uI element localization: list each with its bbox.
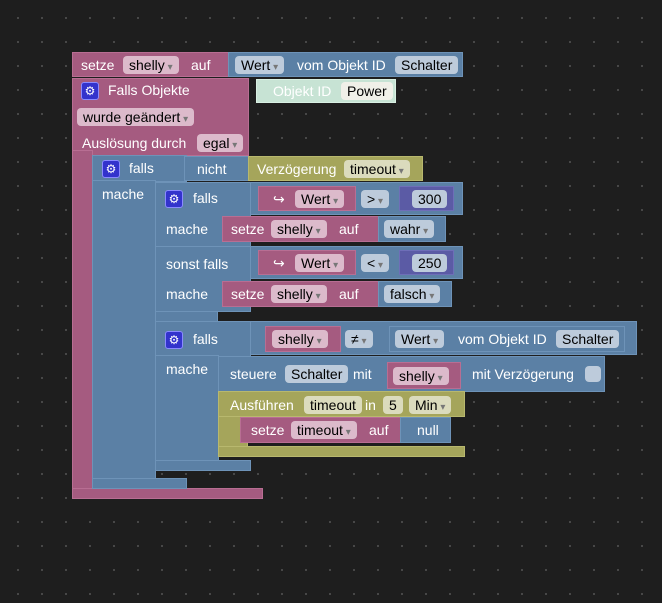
label: mache (166, 221, 209, 237)
label: setze (81, 57, 115, 73)
label: auf (339, 221, 359, 237)
label: vom Objekt ID (458, 331, 547, 347)
null-label: null (417, 422, 439, 438)
boolean-dropdown[interactable]: falsch (384, 285, 441, 303)
boolean-dropdown[interactable]: wahr (384, 220, 435, 238)
control-block[interactable]: steuere Schalter mit shelly mit Verzöger… (218, 356, 605, 392)
if-left-column (92, 180, 156, 480)
object-id-field[interactable]: Schalter (556, 330, 620, 348)
label: in (365, 397, 376, 413)
variable-dropdown[interactable]: timeout (291, 421, 357, 439)
operator-dropdown[interactable]: < (361, 254, 389, 272)
get-value-block[interactable]: Wert vom Objekt ID Schalter (389, 326, 625, 352)
number-field[interactable]: 300 (412, 190, 448, 208)
variable-dropdown[interactable]: Wert (295, 190, 345, 208)
set-variable-block[interactable]: setze shelly auf (72, 52, 230, 77)
label: setze (231, 286, 265, 302)
label: Ausführen (230, 397, 294, 413)
object-id-block[interactable]: Objekt ID Power (256, 79, 396, 103)
compare-block[interactable]: shelly ≠ Wert vom Objekt ID Schalter (250, 321, 637, 355)
label: auf (339, 286, 359, 302)
compare-block[interactable]: ↪ Wert < 250 (250, 246, 463, 279)
number-block[interactable]: 250 (399, 250, 454, 275)
local-variable-block[interactable]: ↪ Wert (258, 250, 356, 275)
if-bottom (155, 460, 251, 471)
trigger-bottom (72, 488, 263, 499)
label: falls (193, 331, 218, 347)
label: auf (369, 422, 389, 438)
timeout-bottom (218, 446, 465, 457)
trigger-title: Falls Objekte (108, 82, 190, 98)
trigger-left-column (72, 150, 93, 490)
label: vom Objekt ID (297, 57, 386, 73)
label: setze (251, 422, 285, 438)
object-id-field[interactable]: Schalter (285, 365, 349, 383)
label: mit (353, 366, 372, 382)
timeout-header: Ausführen timeout in 5 Min (218, 391, 465, 417)
label: setze (231, 221, 265, 237)
get-value-block[interactable]: Wert vom Objekt ID Schalter (228, 52, 463, 77)
arrow-icon: ↪ (273, 191, 285, 207)
number-block[interactable]: 300 (399, 186, 454, 211)
unit-dropdown[interactable]: Min (409, 396, 452, 414)
delay-number-field[interactable]: 5 (383, 396, 403, 414)
boolean-block[interactable]: falsch (378, 281, 452, 307)
variable-dropdown[interactable]: Wert (295, 254, 345, 272)
number-field[interactable]: 250 (412, 254, 448, 272)
timeout-exists-block[interactable]: Verzögerung timeout (248, 156, 423, 181)
operator-dropdown[interactable]: ≠ (345, 330, 373, 348)
label: mache (102, 186, 145, 202)
label: mache (166, 286, 209, 302)
label: sonst falls (166, 256, 229, 272)
label: steuere (230, 366, 277, 382)
trigger-by-dropdown[interactable]: egal (197, 134, 244, 152)
arrow-icon: ↪ (273, 255, 285, 271)
label: Verzögerung (257, 161, 337, 177)
object-id-field[interactable]: Schalter (395, 56, 459, 74)
label: falls (129, 160, 154, 176)
label: mit Verzögerung (472, 366, 574, 382)
variable-dropdown[interactable]: shelly (272, 330, 328, 348)
variable-dropdown[interactable]: shelly (393, 367, 449, 385)
property-dropdown[interactable]: Wert (235, 56, 285, 74)
variable-block[interactable]: shelly (387, 362, 461, 389)
set-variable-block[interactable]: setze shelly auf (222, 216, 382, 242)
timeout-name-field[interactable]: timeout (304, 396, 362, 414)
variable-dropdown[interactable]: shelly (123, 56, 179, 74)
set-variable-block[interactable]: setze timeout auf (240, 417, 402, 443)
label: Auslösung durch (82, 135, 187, 151)
gear-icon[interactable]: ⚙ (165, 331, 183, 349)
compare-block[interactable]: ↪ Wert > 300 (250, 182, 463, 215)
label: falls (193, 190, 218, 206)
if-left-column (155, 355, 219, 470)
variable-block[interactable]: shelly (265, 326, 341, 352)
variable-dropdown[interactable]: shelly (271, 220, 327, 238)
set-variable-block[interactable]: setze shelly auf (222, 281, 382, 307)
object-id-field[interactable]: Power (341, 82, 393, 100)
label: auf (191, 57, 211, 73)
label: Objekt ID (273, 83, 332, 99)
gear-icon[interactable]: ⚙ (165, 190, 183, 208)
null-block[interactable]: null (400, 417, 451, 443)
boolean-block[interactable]: wahr (378, 216, 446, 242)
gear-icon[interactable]: ⚙ (81, 82, 99, 100)
not-block[interactable]: nicht (184, 156, 250, 181)
trigger-mode-dropdown[interactable]: wurde geändert (77, 108, 195, 126)
timeout-dropdown[interactable]: timeout (344, 160, 410, 178)
local-variable-block[interactable]: ↪ Wert (258, 186, 356, 211)
property-dropdown[interactable]: Wert (395, 330, 445, 348)
delay-checkbox[interactable] (585, 366, 601, 382)
label: nicht (197, 161, 227, 177)
gear-icon[interactable]: ⚙ (102, 160, 120, 178)
label: mache (166, 361, 209, 377)
variable-dropdown[interactable]: shelly (271, 285, 327, 303)
operator-dropdown[interactable]: > (361, 190, 389, 208)
if-bottom (92, 478, 187, 489)
